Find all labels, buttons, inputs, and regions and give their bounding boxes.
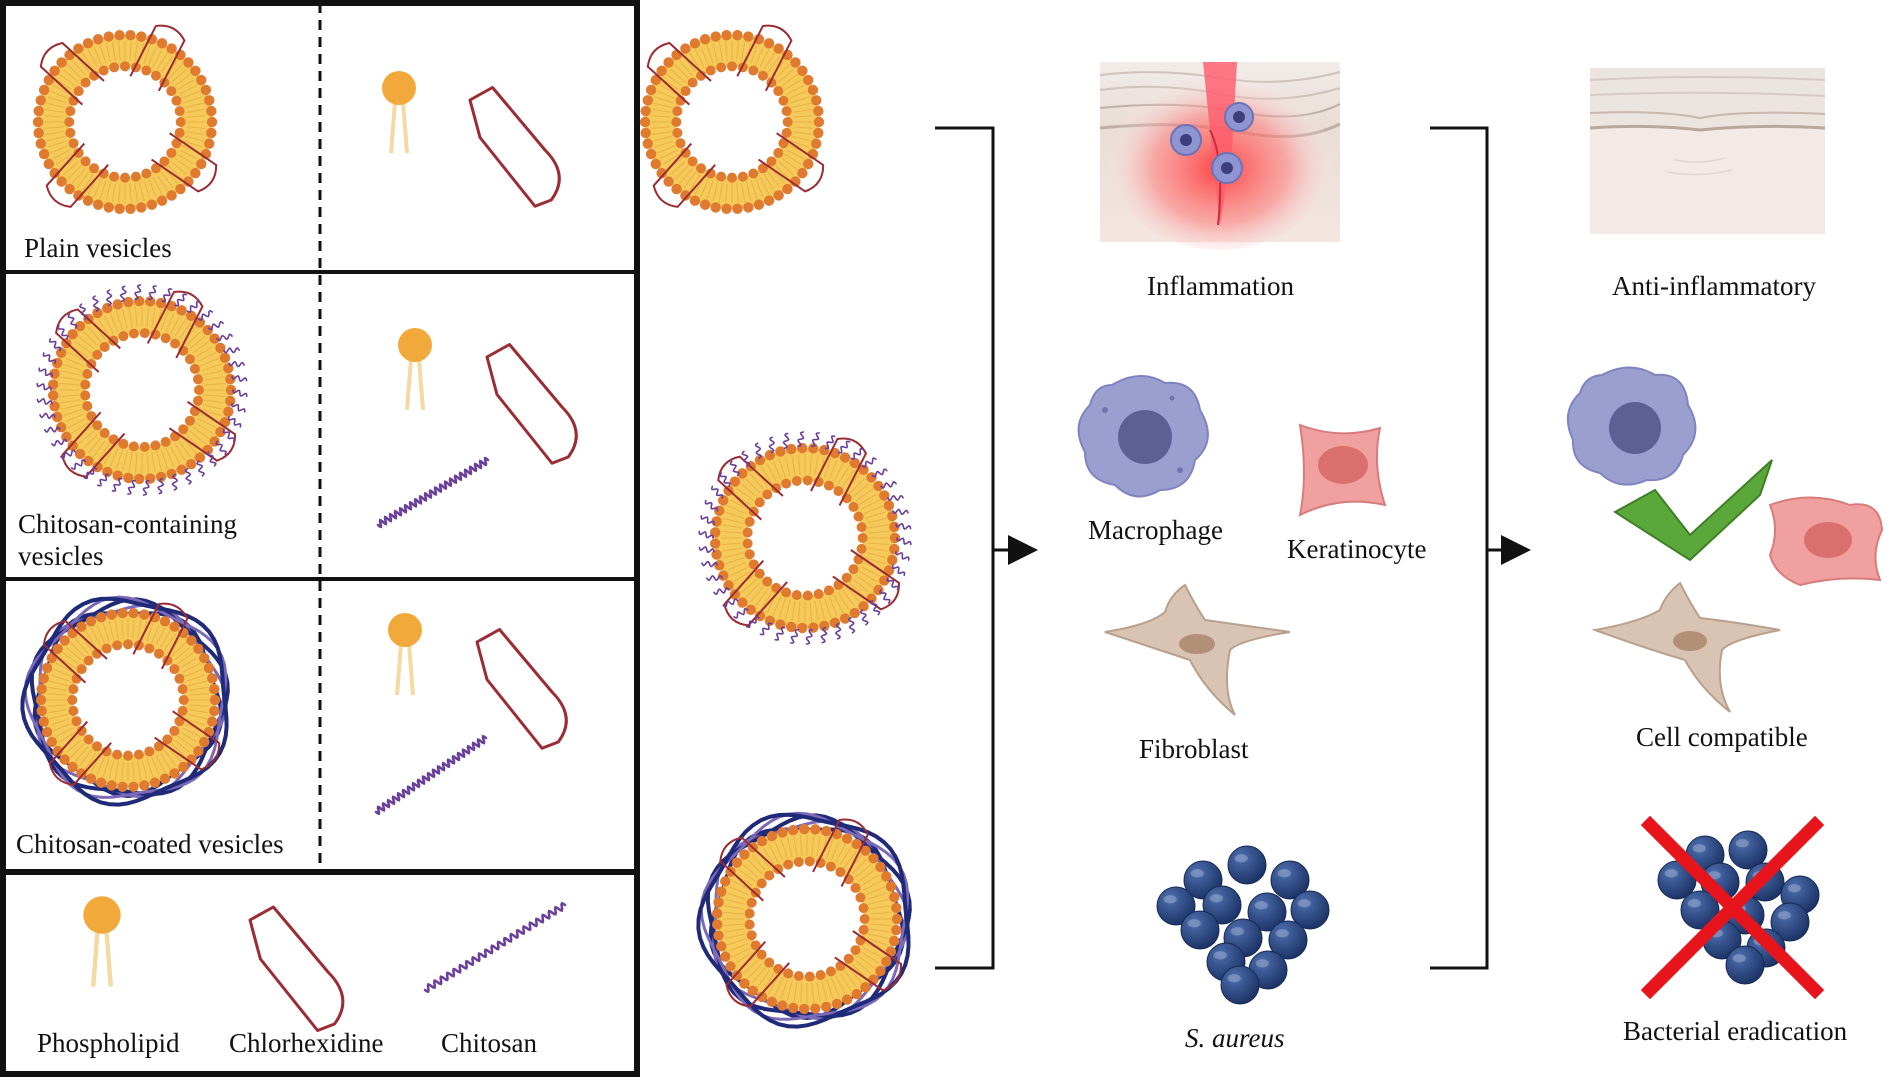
immune-cell-1 bbox=[1170, 124, 1202, 156]
label-keratinocyte: Keratinocyte bbox=[1287, 534, 1427, 564]
phospholipid-icon bbox=[398, 328, 432, 411]
formulation-panel bbox=[0, 0, 640, 1077]
bacterium bbox=[1247, 892, 1287, 932]
label-fibroblast: Fibroblast bbox=[1139, 734, 1249, 764]
chlorhexidine-icon bbox=[475, 628, 568, 750]
inflamed-skin-illustration bbox=[1099, 62, 1341, 250]
legend-chlorhexidine: Chlorhexidine bbox=[229, 1028, 384, 1058]
vesicle-coated bbox=[20, 595, 230, 807]
bacterium bbox=[1770, 902, 1810, 942]
label-macrophage: Macrophage bbox=[1088, 515, 1223, 545]
phospholipid-icon bbox=[382, 71, 416, 154]
outcome-macrophage bbox=[1566, 366, 1697, 486]
keratinocyte-illustration bbox=[1298, 423, 1387, 517]
chitosan-icon bbox=[376, 456, 490, 529]
chlorhexidine-icon bbox=[468, 86, 561, 208]
bracket-left bbox=[935, 126, 1038, 970]
vesicle-coated bbox=[696, 811, 912, 1029]
bacterium bbox=[1725, 945, 1765, 985]
label-chitosan-coated-vesicles: Chitosan-coated vesicles bbox=[16, 829, 284, 859]
chlorhexidine-icon bbox=[248, 905, 345, 1032]
label-bacterial-eradication: Bacterial eradication bbox=[1623, 1016, 1848, 1046]
cross-icon bbox=[1640, 815, 1825, 1000]
phospholipid-icon bbox=[388, 613, 422, 696]
check-mark-icon bbox=[1613, 459, 1773, 562]
bacterium bbox=[1290, 890, 1330, 930]
legend-phospholipid: Phospholipid bbox=[37, 1028, 180, 1058]
chlorhexidine-icon bbox=[485, 343, 578, 465]
bacterium bbox=[1180, 910, 1220, 950]
bracket-right bbox=[1430, 126, 1531, 970]
label-inflammation: Inflammation bbox=[1147, 271, 1294, 301]
immune-cell-2 bbox=[1224, 102, 1254, 132]
macrophage-illustration bbox=[1077, 375, 1209, 498]
bacterium bbox=[1728, 830, 1768, 870]
healed-skin-illustration bbox=[1589, 68, 1826, 234]
vesicle-containing bbox=[36, 284, 248, 496]
bacterium bbox=[1270, 860, 1310, 900]
s-aureus-cluster bbox=[1156, 845, 1330, 1005]
fibroblast-illustration bbox=[1104, 583, 1291, 716]
chitosan-icon bbox=[423, 901, 567, 994]
phospholipid-icon bbox=[83, 896, 121, 987]
bacterium bbox=[1202, 885, 1242, 925]
label-cell-compatible: Cell compatible bbox=[1636, 722, 1808, 752]
vesicle-group bbox=[20, 24, 912, 1029]
label-plain-vesicles: Plain vesicles bbox=[24, 233, 172, 263]
bacterium bbox=[1220, 965, 1260, 1005]
bacterium bbox=[1680, 890, 1720, 930]
outcome-keratinocyte bbox=[1768, 496, 1884, 587]
chitosan-icon bbox=[374, 734, 488, 816]
vesicle-plain bbox=[32, 24, 218, 215]
component-icons bbox=[83, 71, 578, 1032]
vesicle-plain bbox=[639, 24, 825, 215]
bacterium bbox=[1227, 845, 1267, 885]
vesicle-containing bbox=[698, 431, 912, 645]
outcome-fibroblast bbox=[1591, 581, 1781, 713]
immune-cell-3 bbox=[1211, 152, 1243, 184]
label-s-aureus: S. aureus bbox=[1185, 1023, 1285, 1053]
bacterium bbox=[1156, 886, 1196, 926]
bacterium bbox=[1268, 920, 1308, 960]
label-chitosan-containing-vesicles: Chitosan-containing vesicles bbox=[18, 509, 237, 571]
label-anti-inflammatory: Anti-inflammatory bbox=[1612, 271, 1816, 301]
legend-chitosan: Chitosan bbox=[441, 1028, 538, 1058]
